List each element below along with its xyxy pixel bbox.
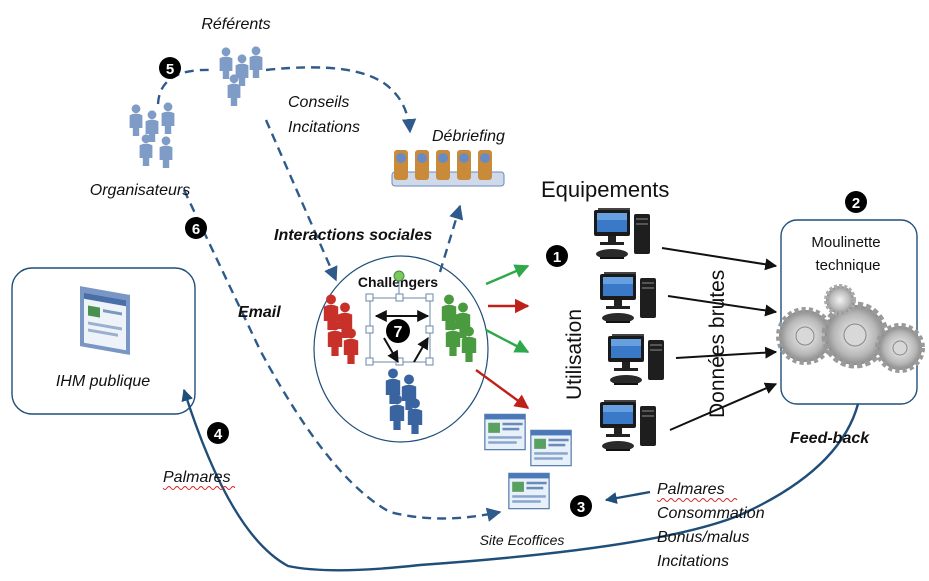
- step-badge-5: 5: [159, 57, 181, 79]
- challengers-group: Challengers: [313, 255, 489, 443]
- debriefing-label: Débriefing: [432, 128, 505, 145]
- list-palmares-underline: [656, 498, 738, 502]
- moulinette-label-1: Moulinette: [811, 234, 880, 251]
- step-badge-3: 3: [570, 495, 592, 517]
- svg-text:2: 2: [852, 195, 860, 212]
- organisateurs-icon: [129, 102, 175, 168]
- svg-text:3: 3: [577, 499, 585, 516]
- ihm-publique-box: IHM publique: [11, 267, 196, 415]
- svg-text:5: 5: [166, 61, 174, 78]
- step-badge-1: 1: [546, 245, 568, 267]
- svg-text:1: 1: [553, 249, 561, 266]
- moulinette-box: Moulinette technique: [776, 219, 925, 405]
- usage-arrows: [475, 264, 530, 409]
- list-consommation: Consommation: [657, 505, 765, 522]
- gears-icon: [776, 284, 925, 373]
- referents-icon: [219, 46, 263, 106]
- feedback-label: Feed-back: [790, 430, 870, 447]
- challengers-label: Challengers: [358, 274, 438, 290]
- raw-data-arrows: [661, 247, 778, 431]
- feedback-paths: [181, 388, 860, 572]
- moulinette-label-2: technique: [815, 257, 880, 274]
- step-badge-4: 4: [207, 422, 229, 444]
- list-palmares: Palmares: [657, 481, 725, 498]
- conseils-label: Conseils: [288, 94, 349, 111]
- donnees-brutes-label: Données brutes: [706, 270, 729, 418]
- list-bonus-malus: Bonus/malus: [657, 529, 750, 546]
- site-ecoffices-label: Site Ecoffices: [480, 532, 565, 548]
- web-page-icon: [80, 286, 130, 355]
- step-badges: 5 6 4 1 2 3 7: [159, 57, 867, 517]
- ihm-publique-label: IHM publique: [56, 373, 150, 390]
- utilisation-label: Utilisation: [563, 309, 586, 400]
- svg-text:6: 6: [192, 221, 200, 238]
- palmares-spell-underline: [162, 486, 236, 490]
- step-badge-2: 2: [845, 191, 867, 213]
- interactions-sociales-label: Interactions sociales: [274, 227, 432, 244]
- computer-icons: [593, 207, 665, 452]
- referents-label: Référents: [201, 16, 270, 33]
- palmares-left-label: Palmares: [163, 469, 231, 486]
- list-incitations: Incitations: [657, 553, 729, 570]
- site-ecoffices-icon: [484, 413, 572, 510]
- debriefing-icon: [391, 150, 505, 187]
- svg-text:7: 7: [394, 324, 403, 341]
- incitations-label: Incitations: [288, 119, 360, 136]
- svg-text:4: 4: [214, 426, 223, 443]
- step-badge-6: 6: [185, 217, 207, 239]
- email-label: Email: [238, 304, 281, 321]
- selection-box: [365, 270, 434, 366]
- equipements-label: Equipements: [541, 177, 669, 202]
- organisateurs-label: Organisateurs: [90, 182, 191, 199]
- step-badge-7: 7: [386, 319, 410, 343]
- interaction-arrows: [374, 310, 430, 364]
